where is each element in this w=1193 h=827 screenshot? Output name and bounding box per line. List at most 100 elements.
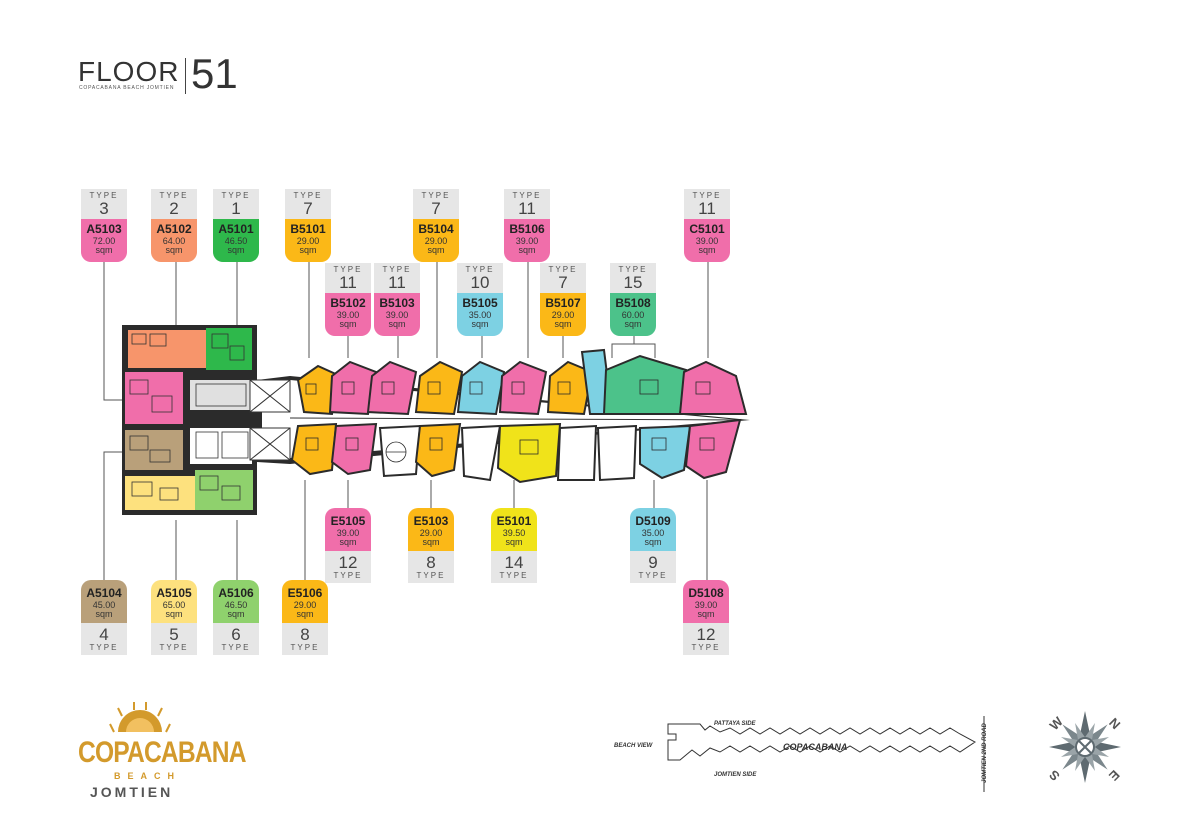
unit-area-unit: sqm xyxy=(339,319,357,329)
unit-code: A5103 xyxy=(86,222,122,236)
type-label: TYPE xyxy=(290,643,320,652)
unit-code: B5107 xyxy=(545,296,581,310)
type-number: 11 xyxy=(518,199,536,218)
furniture-lines xyxy=(305,379,715,463)
north-units xyxy=(296,348,748,416)
unit-area-unit: sqm xyxy=(227,245,245,255)
unit-area: 39.00 xyxy=(694,600,718,610)
type-number: 12 xyxy=(696,625,716,644)
sun-logo-icon xyxy=(109,702,171,733)
unit-area-unit: sqm xyxy=(165,245,183,255)
type-label: TYPE xyxy=(382,265,412,274)
type-label: TYPE xyxy=(512,191,542,200)
unit-code: A5102 xyxy=(156,222,192,236)
type-number: 14 xyxy=(504,553,524,572)
unit-area: 65.00 xyxy=(162,600,186,610)
unit-area-unit: sqm xyxy=(644,537,662,547)
unit-code: E5101 xyxy=(496,514,532,528)
type-label: TYPE xyxy=(221,191,251,200)
site-plan xyxy=(667,716,985,792)
unit-area: 45.00 xyxy=(92,600,116,610)
brand-logo: COPACABANA BEACH JOMTIEN xyxy=(78,708,246,808)
unit-area: 46.50 xyxy=(224,600,248,610)
unit-code: B5106 xyxy=(509,222,545,236)
unit-area: 29.00 xyxy=(296,236,320,246)
unit-area-unit: sqm xyxy=(471,319,489,329)
unit-area-unit: sqm xyxy=(554,319,572,329)
unit-area: 29.00 xyxy=(551,310,575,320)
unit-area-unit: sqm xyxy=(299,245,317,255)
type-label: TYPE xyxy=(89,191,119,200)
type-number: 11 xyxy=(388,273,406,292)
floor-number: 51 xyxy=(191,50,238,97)
unit-code: B5104 xyxy=(418,222,454,236)
type-label: TYPE xyxy=(465,265,495,274)
type-label: TYPE xyxy=(221,643,251,652)
type-number: 15 xyxy=(623,273,643,292)
unit-code: C5101 xyxy=(689,222,725,236)
unit-area: 39.50 xyxy=(502,528,526,538)
unit-code: A5104 xyxy=(86,586,122,600)
site-west-label: BEACH VIEW xyxy=(614,743,653,749)
unit-area: 60.00 xyxy=(621,310,645,320)
unit-area-unit: sqm xyxy=(227,609,245,619)
type-number: 9 xyxy=(648,553,658,572)
type-number: 3 xyxy=(99,199,109,218)
type-label: TYPE xyxy=(691,643,721,652)
type-label: TYPE xyxy=(548,265,578,274)
type-number: 12 xyxy=(338,553,358,572)
unit-area-unit: sqm xyxy=(518,245,536,255)
unit-code: A5106 xyxy=(218,586,254,600)
unit-area-unit: sqm xyxy=(296,609,314,619)
unit-code: B5103 xyxy=(379,296,415,310)
type-label: TYPE xyxy=(333,571,363,580)
unit-code: B5102 xyxy=(330,296,366,310)
type-number: 8 xyxy=(426,553,436,572)
south-units xyxy=(290,418,742,484)
type-label: TYPE xyxy=(638,571,668,580)
unit-area-unit: sqm xyxy=(505,537,523,547)
type-label: TYPE xyxy=(293,191,323,200)
floor-word: FLOOR xyxy=(78,56,180,87)
unit-code: B5108 xyxy=(615,296,651,310)
unit-area: 39.00 xyxy=(695,236,719,246)
type-number: 7 xyxy=(431,199,441,218)
unit-area: 39.00 xyxy=(336,310,360,320)
type-label: TYPE xyxy=(333,265,363,274)
type-number: 4 xyxy=(99,625,109,644)
type-number: 5 xyxy=(169,625,179,644)
west-block xyxy=(122,325,257,515)
type-label: TYPE xyxy=(499,571,529,580)
unit-code: D5109 xyxy=(635,514,671,528)
